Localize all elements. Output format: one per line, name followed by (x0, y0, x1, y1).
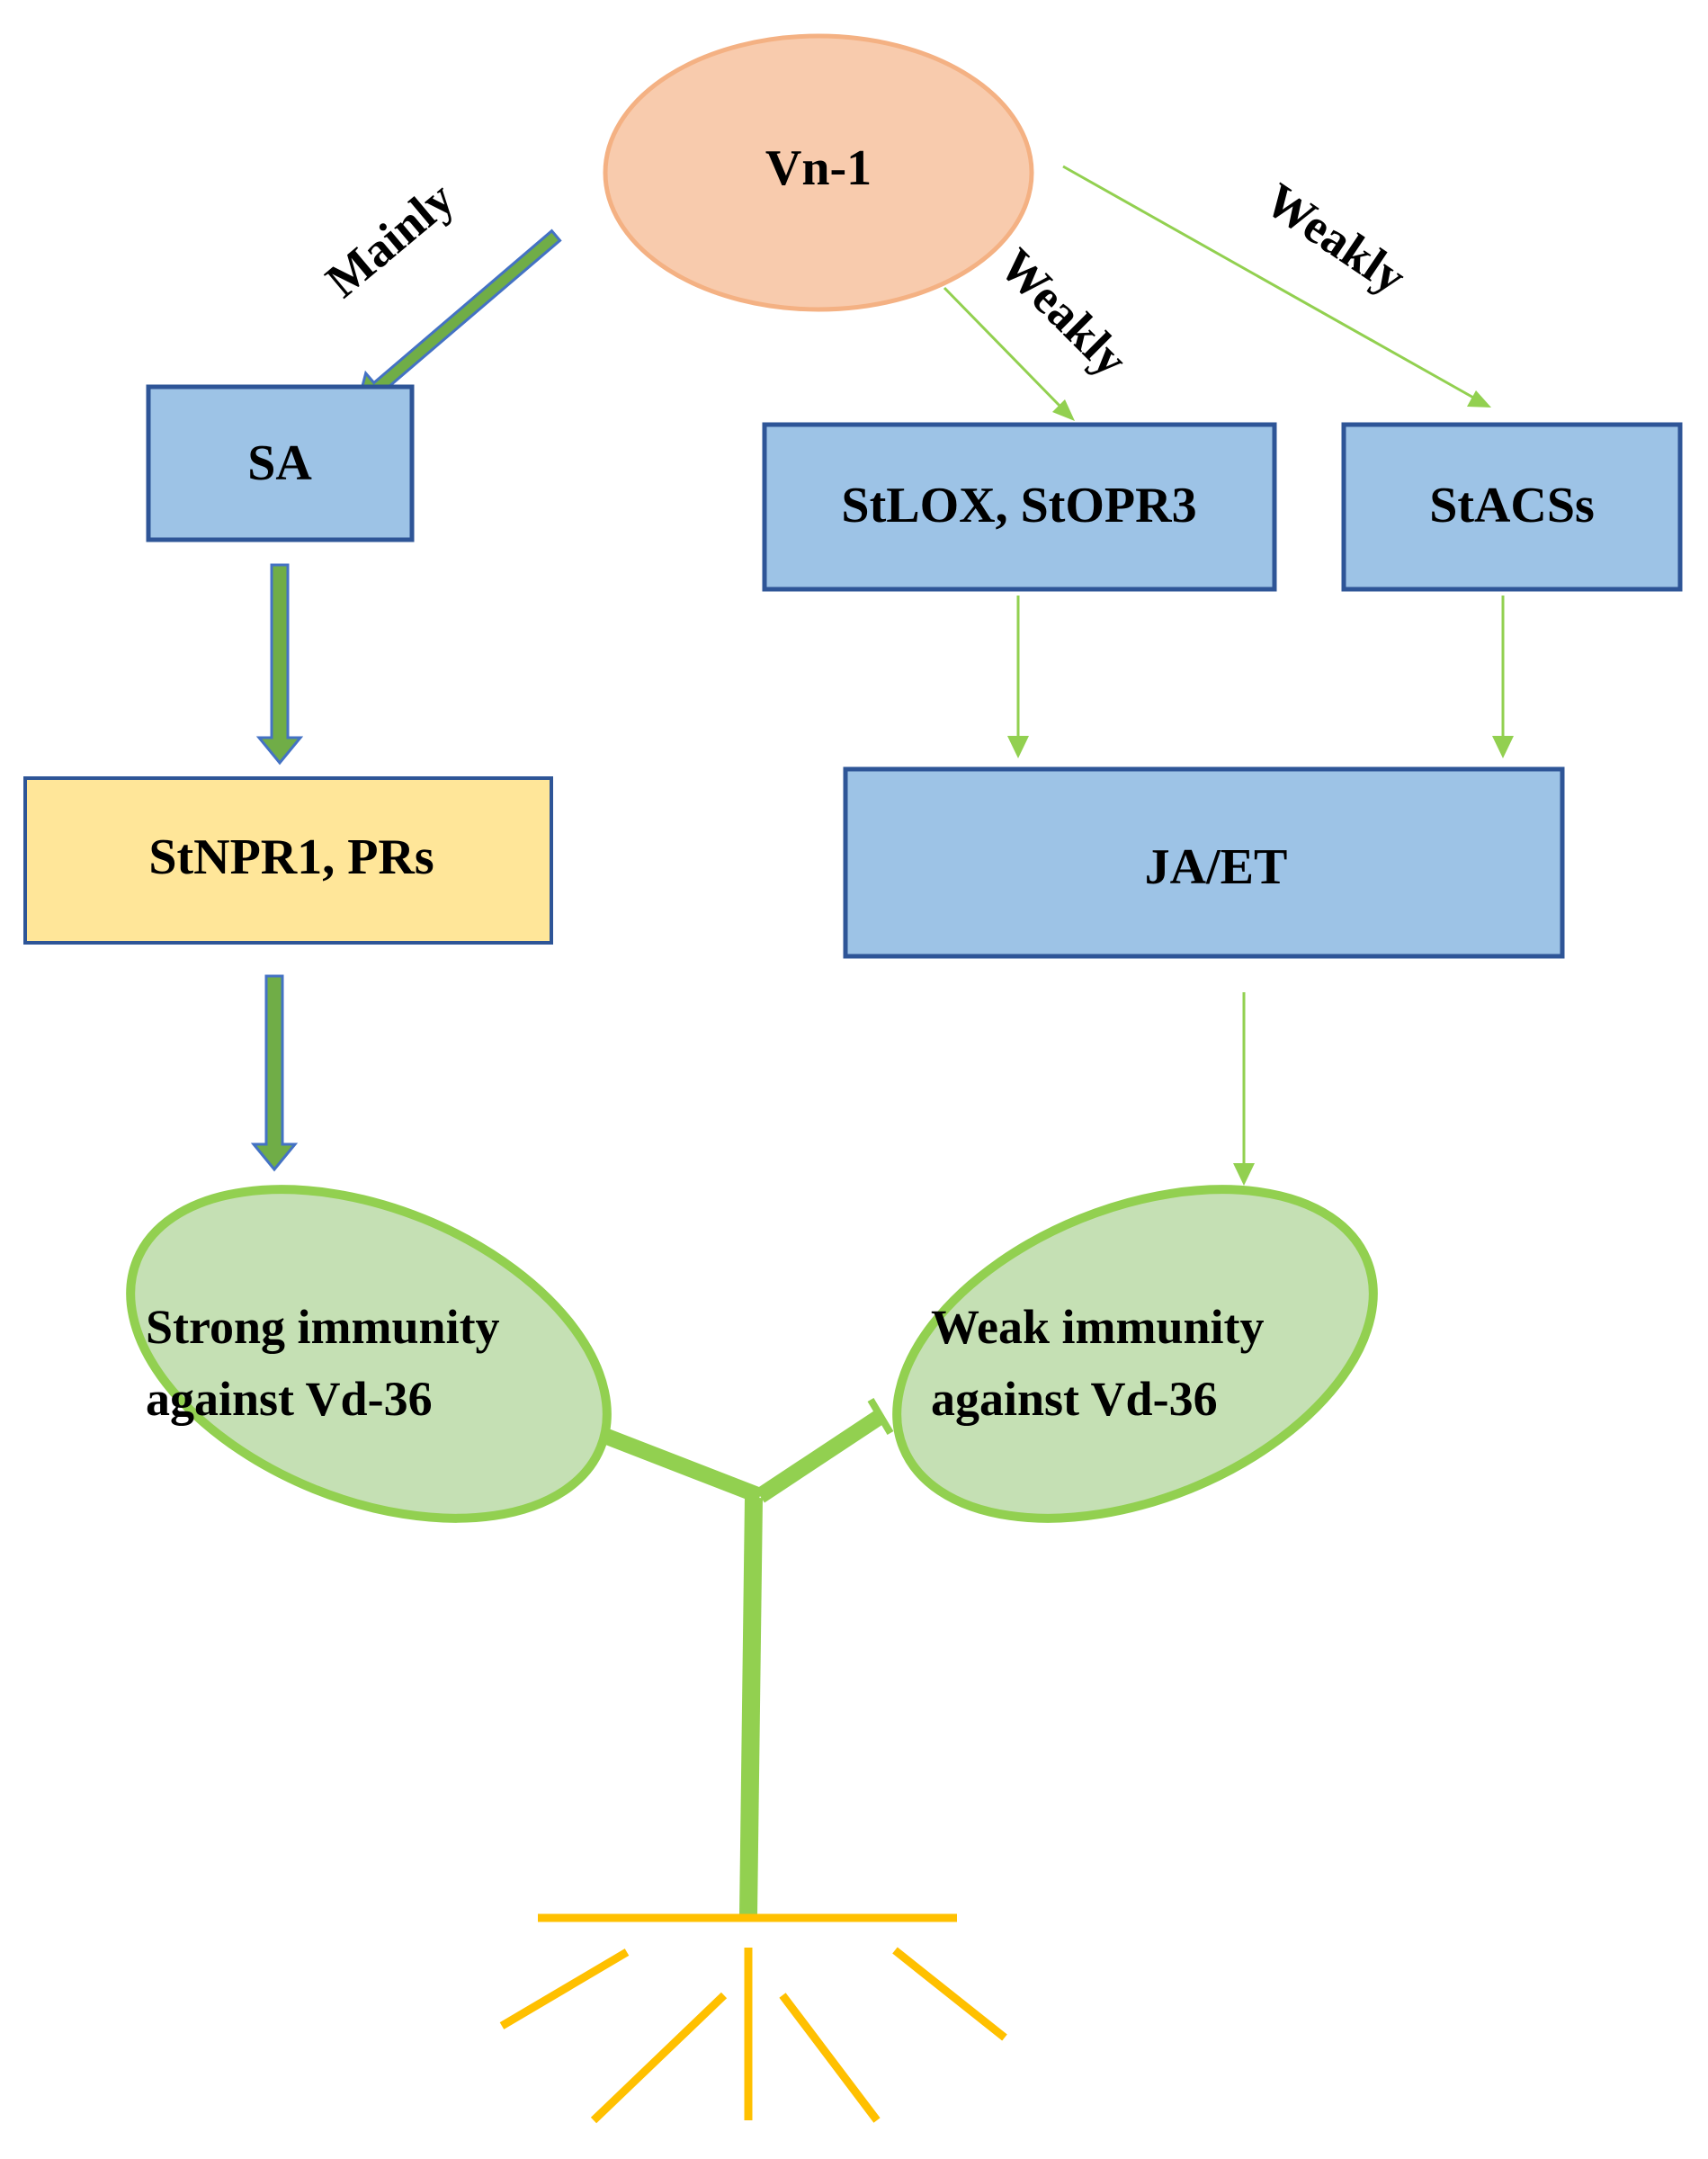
sa-label: SA (247, 435, 312, 491)
plant-roots (499, 1913, 1007, 2124)
vn1-label: Vn-1 (765, 140, 872, 196)
jaet-to-weak-arrowhead (1233, 1163, 1255, 1186)
stnpr1-label: StNPR1, PRs (148, 829, 434, 885)
stlox-label: StLOX, StOPR3 (841, 478, 1196, 533)
stnpr1-node: StNPR1, PRs (23, 776, 553, 945)
stlox-node: StLOX, StOPR3 (762, 422, 1277, 592)
stacss-node: StACSs (1341, 422, 1683, 592)
sa-node: SA (146, 384, 415, 542)
weakly-label-stacss: Weakly (1256, 173, 1416, 305)
weakly-arrow-stacss (1062, 165, 1476, 400)
mainly-label: Mainly (316, 171, 464, 308)
strong-immunity-leaf: Strong immunity against Vd-36 (126, 1185, 612, 1523)
strong-immunity-line1: Strong immunity (146, 1300, 500, 1354)
jaet-label: JA/ET (1145, 839, 1288, 895)
weakly-arrowhead-stacss (1467, 390, 1491, 408)
stacss-to-jaet-arrowhead (1492, 736, 1514, 758)
weak-immunity-leaf: Weak immunity against Vd-36 (892, 1185, 1378, 1523)
vn1-node: Vn-1 (603, 33, 1034, 312)
weakly-label-stlox: Weakly (989, 238, 1138, 387)
weakly-arrow-stlox (943, 286, 1065, 411)
weak-immunity-line1: Weak immunity (931, 1300, 1265, 1354)
jaet-node: JA/ET (843, 766, 1565, 959)
weakly-arrowhead-stlox (1052, 399, 1075, 421)
strong-immunity-line2: against Vd-36 (146, 1372, 433, 1426)
stlox-to-jaet-arrowhead (1007, 736, 1029, 758)
stnpr1-to-strong-arrow (250, 974, 299, 1172)
stacss-label: StACSs (1429, 478, 1595, 533)
plant-stem (588, 1397, 894, 1917)
sa-to-stnpr1-arrow (255, 563, 304, 766)
weak-immunity-line2: against Vd-36 (931, 1372, 1218, 1426)
